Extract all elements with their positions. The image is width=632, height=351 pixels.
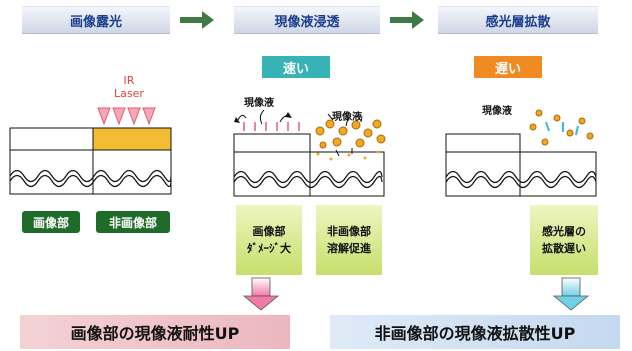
note-image-damage-line1: 画像部 [252,225,286,238]
note-non-image-dissolve: 非画像部 溶解促進 [316,205,382,275]
panel-exposure [9,127,172,195]
step-exposure: 画像露光 [22,6,170,34]
non-image-region-text: 非画像部 [108,215,157,230]
developer-label-2: 現像液 [332,112,362,123]
arrow-down-cyan-icon [552,277,590,311]
note-diffusion-slow-line2: 拡散遅い [542,242,586,255]
note-non-image-dissolve-line1: 非画像部 [327,225,371,238]
note-diffusion-slow-line1: 感光層の [542,225,586,238]
step-penetration-label: 現像液浸透 [274,14,340,30]
slow-badge-label: 遅い [494,61,521,77]
arrow-right-icon [390,11,424,29]
note-image-damage-line2: ﾀﾞﾒｰｼﾞ大 [247,242,291,255]
note-non-image-dissolve-line2: 溶解促進 [327,242,371,255]
step-exposure-label: 画像露光 [69,14,122,30]
laser-triangle-icon [97,107,156,126]
banner-image-resistance-text: 画像部の現像液耐性UP [70,324,240,343]
note-image-damage: 画像部 ﾀﾞﾒｰｼﾞ大 [236,205,302,275]
fast-badge: 速い [262,56,330,78]
ir-label: IR [123,74,135,87]
arrow-right-icon [180,11,214,29]
slow-badge: 遅い [474,56,542,78]
banner-non-image-diffusion-text: 非画像部の現像液拡散性UP [374,324,576,343]
banner-image-resistance: 画像部の現像液耐性UP [20,315,290,349]
image-region-label: 画像部 [22,211,80,233]
developer-label-3: 現像液 [482,106,512,117]
step-diffusion: 感光層拡散 [438,6,598,34]
image-region-text: 画像部 [32,215,69,230]
laser-label: Laser [114,87,144,100]
step-penetration: 現像液浸透 [234,6,380,34]
panel-diffusion [445,109,597,197]
banner-non-image-diffusion: 非画像部の現像液拡散性UP [330,315,620,349]
step-diffusion-label: 感光層拡散 [485,14,551,30]
arrow-down-pink-icon [242,277,280,311]
note-diffusion-slow: 感光層の 拡散遅い [530,205,598,275]
developer-label-1: 現像液 [244,98,274,109]
ir-laser-label: IR Laser [104,74,154,100]
fast-badge-label: 速い [282,61,309,77]
panel-penetration [233,109,386,197]
non-image-region-label: 非画像部 [96,211,170,233]
